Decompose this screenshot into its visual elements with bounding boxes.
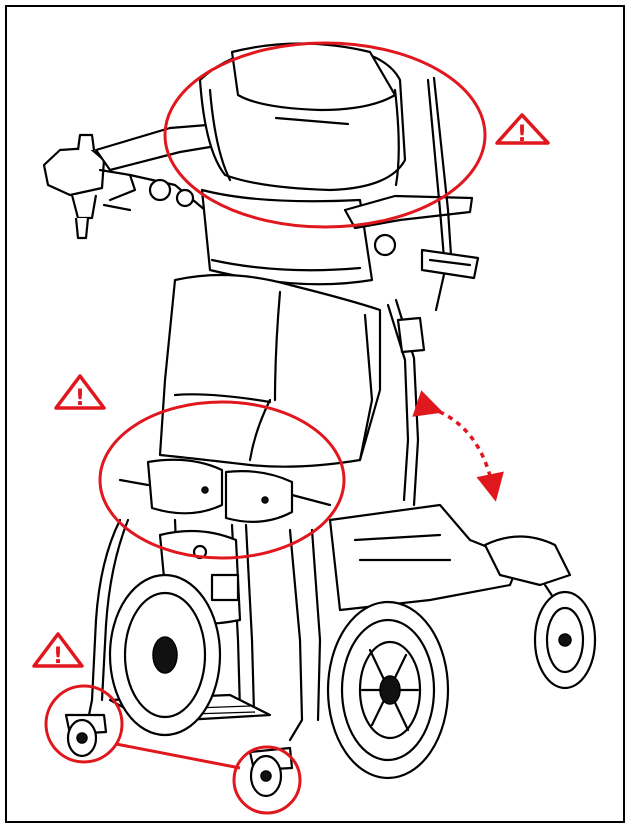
front-caster-left xyxy=(64,698,108,758)
svg-text:!: ! xyxy=(517,122,527,147)
double-headed-dashed-arrow-icon xyxy=(412,390,504,502)
drive-wheel-right xyxy=(326,600,450,780)
knee-support xyxy=(118,458,332,523)
rear-caster xyxy=(533,583,597,690)
base-chassis xyxy=(328,503,572,612)
warning-triangle-icon: ! xyxy=(495,113,550,147)
highlight-knee-support xyxy=(98,400,346,560)
connector-line xyxy=(115,742,241,770)
svg-text:!: ! xyxy=(75,386,85,411)
joystick-control-icon xyxy=(42,133,137,240)
highlight-front-caster-right xyxy=(232,745,302,815)
front-caster-right xyxy=(248,718,304,798)
highlight-headrest xyxy=(163,41,487,229)
seat-cushion xyxy=(158,273,382,468)
warning-triangle-icon: ! xyxy=(54,374,106,411)
backrest xyxy=(200,188,374,286)
svg-text:!: ! xyxy=(53,644,63,669)
drive-wheel-left xyxy=(108,573,222,737)
standing-frame xyxy=(386,298,426,507)
highlight-front-caster-left xyxy=(44,684,124,764)
warning-triangle-icon: ! xyxy=(32,632,84,669)
headrest xyxy=(198,42,407,192)
